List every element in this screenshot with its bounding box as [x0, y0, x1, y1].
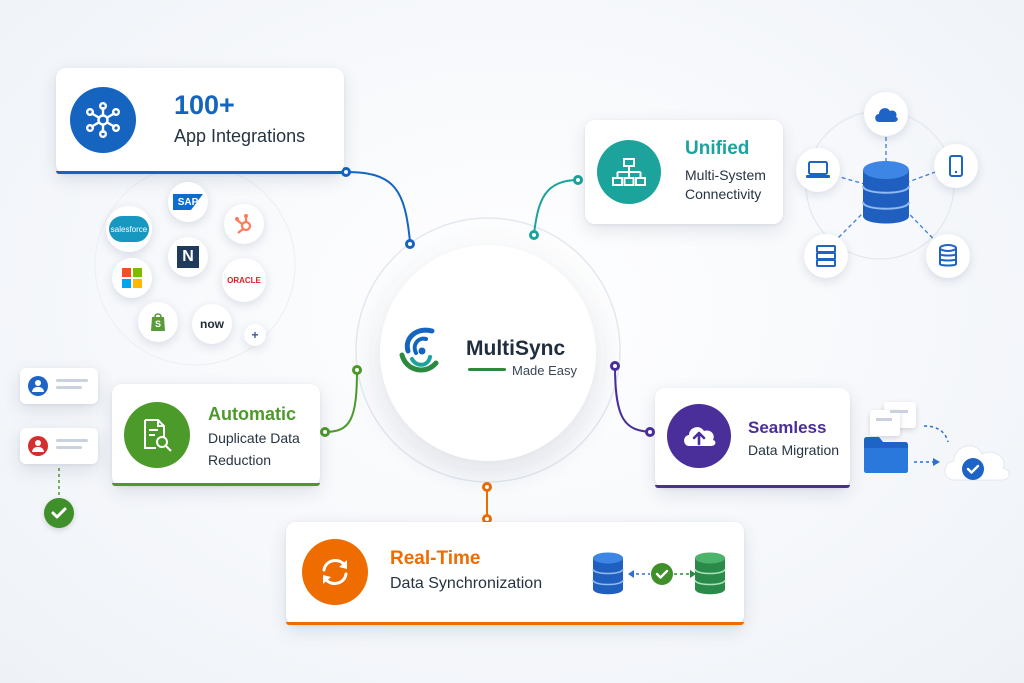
connector-dot [645, 427, 655, 437]
card-accent-bar [56, 171, 344, 174]
folder-icon [864, 437, 908, 473]
card-accent-bar [112, 483, 320, 486]
sync-check-connector [628, 563, 696, 585]
servicenow-label: now [200, 317, 224, 331]
netsuite-label: N [177, 246, 199, 268]
checkmark-icon [44, 498, 74, 528]
automatic-card: Automatic Duplicate Data Reduction [112, 384, 320, 486]
sync-arrows-icon [302, 539, 368, 605]
integrations-label: App Integrations [174, 126, 306, 146]
multisync-logo-icon [399, 327, 439, 373]
integrations-headline: 100+ [174, 90, 235, 120]
user-avatar-icon [28, 376, 48, 396]
salesforce-logo-icon: salesforce [106, 206, 152, 252]
app-integrations-card: 100+ App Integrations [56, 68, 344, 174]
automatic-line1: Duplicate Data [208, 430, 300, 446]
shopify-logo-icon: S [138, 302, 178, 342]
connector-dot [610, 361, 620, 371]
oracle-label: ORACLE [227, 275, 261, 285]
cloud-upload-icon [667, 404, 731, 468]
realtime-headline: Real-Time [390, 548, 481, 569]
connector-dot [320, 427, 330, 437]
realtime-card: Real-Time Data Synchronization [286, 522, 744, 625]
more-apps-icon[interactable]: + [244, 324, 266, 346]
cloud-icon [864, 92, 908, 136]
seamless-headline: Seamless [748, 418, 827, 437]
card-accent-bar [655, 485, 850, 488]
netsuite-logo-icon: N [168, 237, 208, 277]
laptop-icon [796, 148, 840, 192]
svg-text:S: S [155, 319, 161, 329]
mobile-phone-icon [934, 144, 978, 188]
connector-dot [352, 365, 362, 375]
migration-documents-icon [870, 402, 930, 462]
connector-dot [573, 175, 583, 185]
record-card-duplicate [20, 428, 98, 464]
record-card-user [20, 368, 98, 404]
connector-dot [405, 239, 415, 249]
salesforce-label: salesforce [109, 216, 149, 242]
checkmark-icon [962, 458, 984, 480]
more-apps-label: + [251, 328, 259, 342]
hub-subtitle: Made Easy [512, 363, 578, 378]
automatic-headline: Automatic [208, 404, 297, 424]
database-source-icon [592, 552, 624, 595]
database-small-icon [926, 234, 970, 278]
hub-underline [468, 368, 506, 371]
hub-title: MultiSync [466, 337, 566, 360]
seamless-card: Seamless Data Migration [655, 388, 850, 488]
connector-dot [482, 482, 492, 492]
automatic-line2: Reduction [208, 452, 272, 468]
hub-circle: MultiSync Made Easy [380, 245, 596, 461]
sap-logo-icon: SAP [168, 182, 208, 222]
user-avatar-icon [28, 436, 48, 456]
unified-card: Unified Multi-System Connectivity [585, 120, 783, 224]
servicenow-logo-icon: now [192, 304, 232, 344]
realtime-line1: Data Synchronization [390, 575, 543, 592]
unified-headline: Unified [685, 138, 750, 159]
hubspot-logo-icon [224, 204, 264, 244]
org-chart-icon [597, 140, 661, 204]
document-search-icon [124, 402, 190, 468]
seamless-line1: Data Migration [748, 442, 840, 458]
connector-dot [529, 230, 539, 240]
network-hub-icon [70, 87, 136, 153]
oracle-logo-icon: ORACLE [222, 258, 266, 302]
card-accent-bar [286, 622, 744, 625]
server-rack-icon [804, 234, 848, 278]
database-target-icon [694, 552, 726, 595]
central-database-icon [862, 161, 910, 224]
microsoft-logo-icon [112, 258, 152, 298]
sap-label: SAP [173, 194, 203, 210]
unified-line1: Multi-System [685, 167, 766, 183]
cloud-destination-icon [940, 432, 1014, 484]
unified-line2: Connectivity [685, 186, 762, 202]
